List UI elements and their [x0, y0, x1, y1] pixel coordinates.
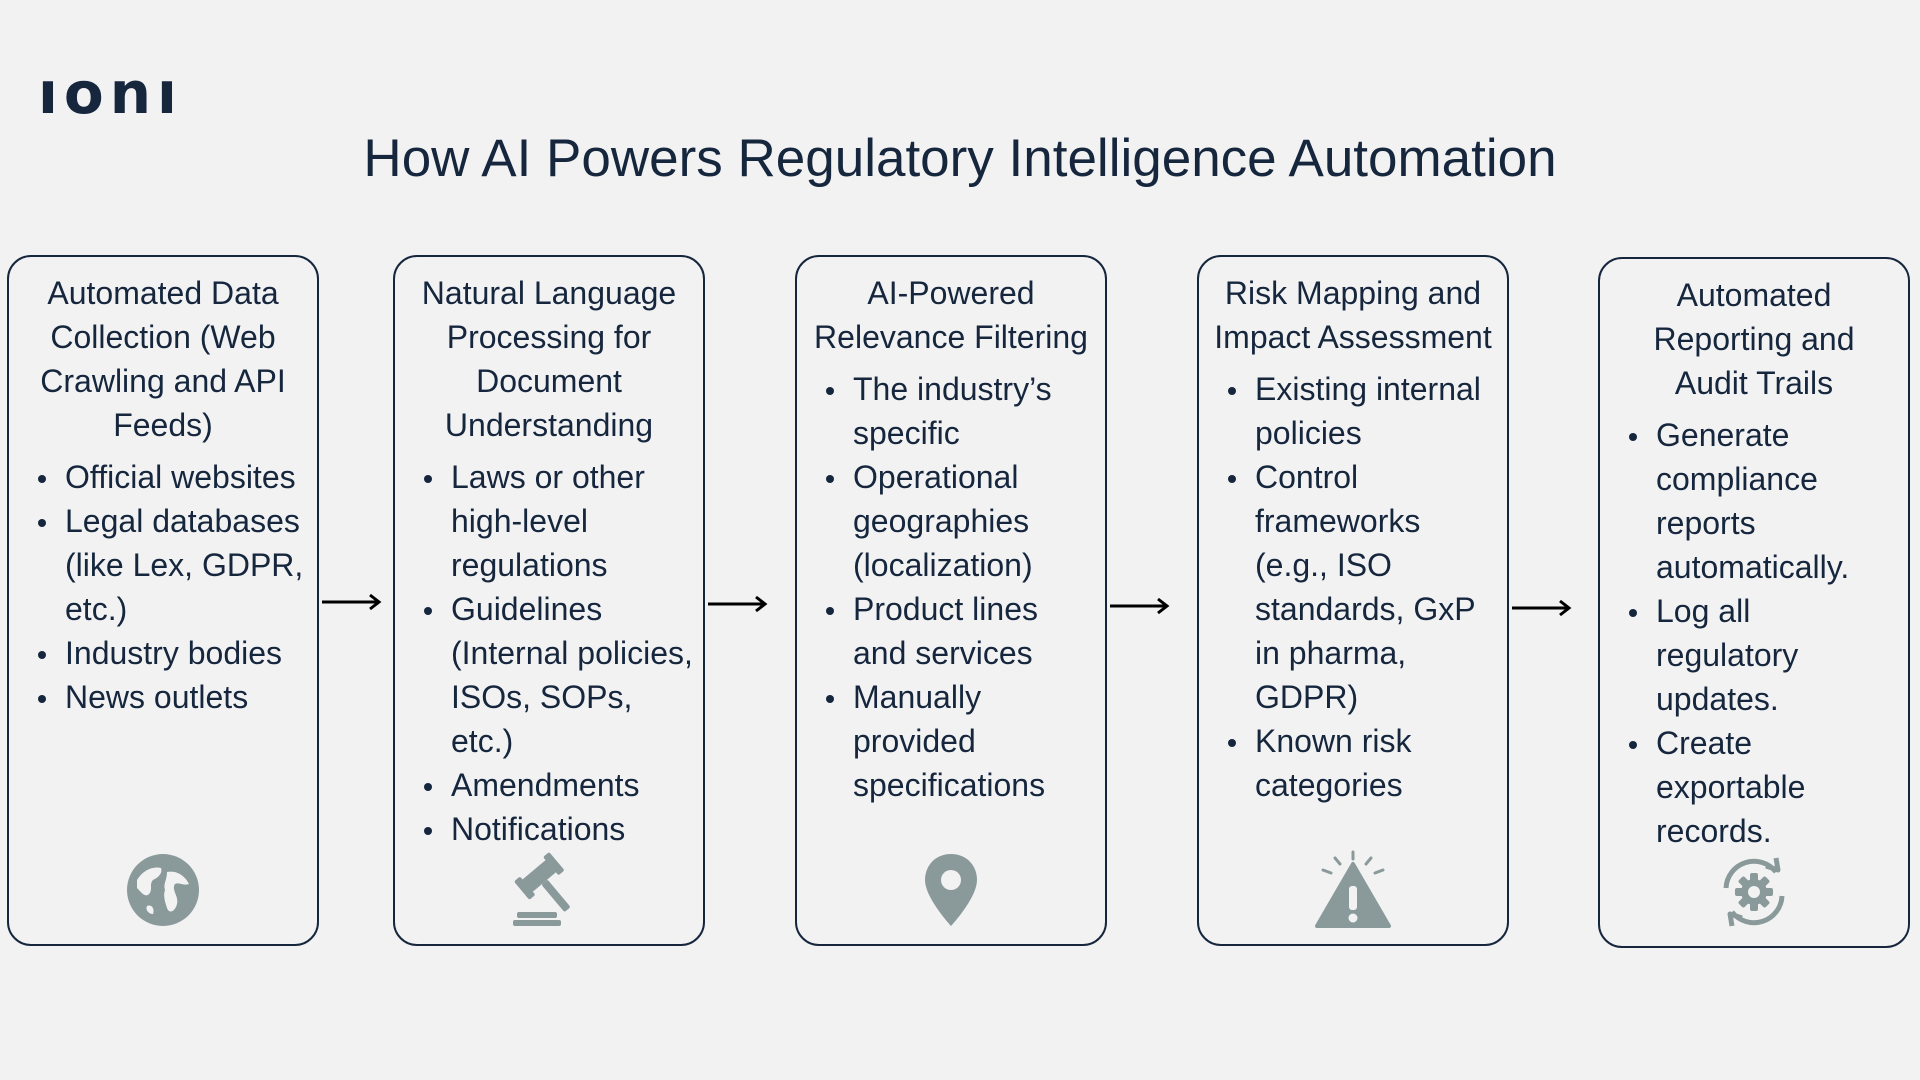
step-card-reporting: Automated Reporting and Audit Trails Gen…	[1598, 257, 1910, 948]
list-item: Log all regulatory updates.	[1629, 589, 1900, 721]
step-list: Existing internal policies Control frame…	[1199, 367, 1507, 807]
list-item: Existing internal policies	[1228, 367, 1499, 455]
list-item: Notifications	[424, 807, 695, 851]
step-card-relevance-filtering: AI-Powered Relevance Filtering The indus…	[795, 255, 1107, 946]
list-item: Operational geographies (localization)	[826, 455, 1097, 587]
list-item: Create exportable records.	[1629, 721, 1900, 853]
list-item: Control frameworks (e.g., ISO standards,…	[1228, 455, 1499, 719]
list-item: News outlets	[38, 675, 309, 719]
list-item: Known risk categories	[1228, 719, 1499, 807]
globe-icon	[127, 854, 199, 926]
step-list: Official websites Legal databases (like …	[9, 455, 317, 719]
arrow-right-icon	[1512, 599, 1572, 617]
warning-icon	[1315, 850, 1391, 928]
location-pin-icon	[925, 854, 977, 926]
step-title: AI-Powered Relevance Filtering	[814, 275, 1088, 355]
list-item: Amendments	[424, 763, 695, 807]
list-item: The industry’s specific	[826, 367, 1097, 455]
arrow-right-icon	[1110, 597, 1170, 615]
list-item: Generate compliance reports automaticall…	[1629, 413, 1900, 589]
page-title: How AI Powers Regulatory Intelligence Au…	[363, 129, 1557, 188]
step-list: The industry’s specific Operational geog…	[797, 367, 1105, 807]
step-title: Automated Data Collection (Web Crawling …	[40, 275, 286, 443]
step-title: Risk Mapping and Impact Assessment	[1214, 275, 1492, 355]
step-card-data-collection: Automated Data Collection (Web Crawling …	[7, 255, 319, 946]
list-item: Industry bodies	[38, 631, 309, 675]
step-card-risk-mapping: Risk Mapping and Impact Assessment Exist…	[1197, 255, 1509, 946]
step-card-nlp: Natural Language Processing for Document…	[393, 255, 705, 946]
list-item: Product lines and services	[826, 587, 1097, 675]
step-title: Natural Language Processing for Document…	[421, 275, 677, 443]
arrow-right-icon	[322, 593, 382, 611]
step-list: Laws or other high-level regulations Gui…	[395, 455, 703, 851]
gavel-icon	[513, 852, 570, 926]
arrow-right-icon	[708, 595, 768, 613]
ioni-logo: ıonı	[38, 59, 183, 127]
refresh-gear-icon	[1723, 857, 1785, 927]
step-title: Automated Reporting and Audit Trails	[1653, 277, 1855, 401]
list-item: Laws or other high-level regulations	[424, 455, 695, 587]
list-item: Official websites	[38, 455, 309, 499]
step-list: Generate compliance reports automaticall…	[1600, 413, 1908, 853]
list-item: Guidelines (Internal policies, ISOs, SOP…	[424, 587, 695, 763]
list-item: Legal databases (like Lex, GDPR, etc.)	[38, 499, 309, 631]
list-item: Manually provided specifications	[826, 675, 1097, 807]
